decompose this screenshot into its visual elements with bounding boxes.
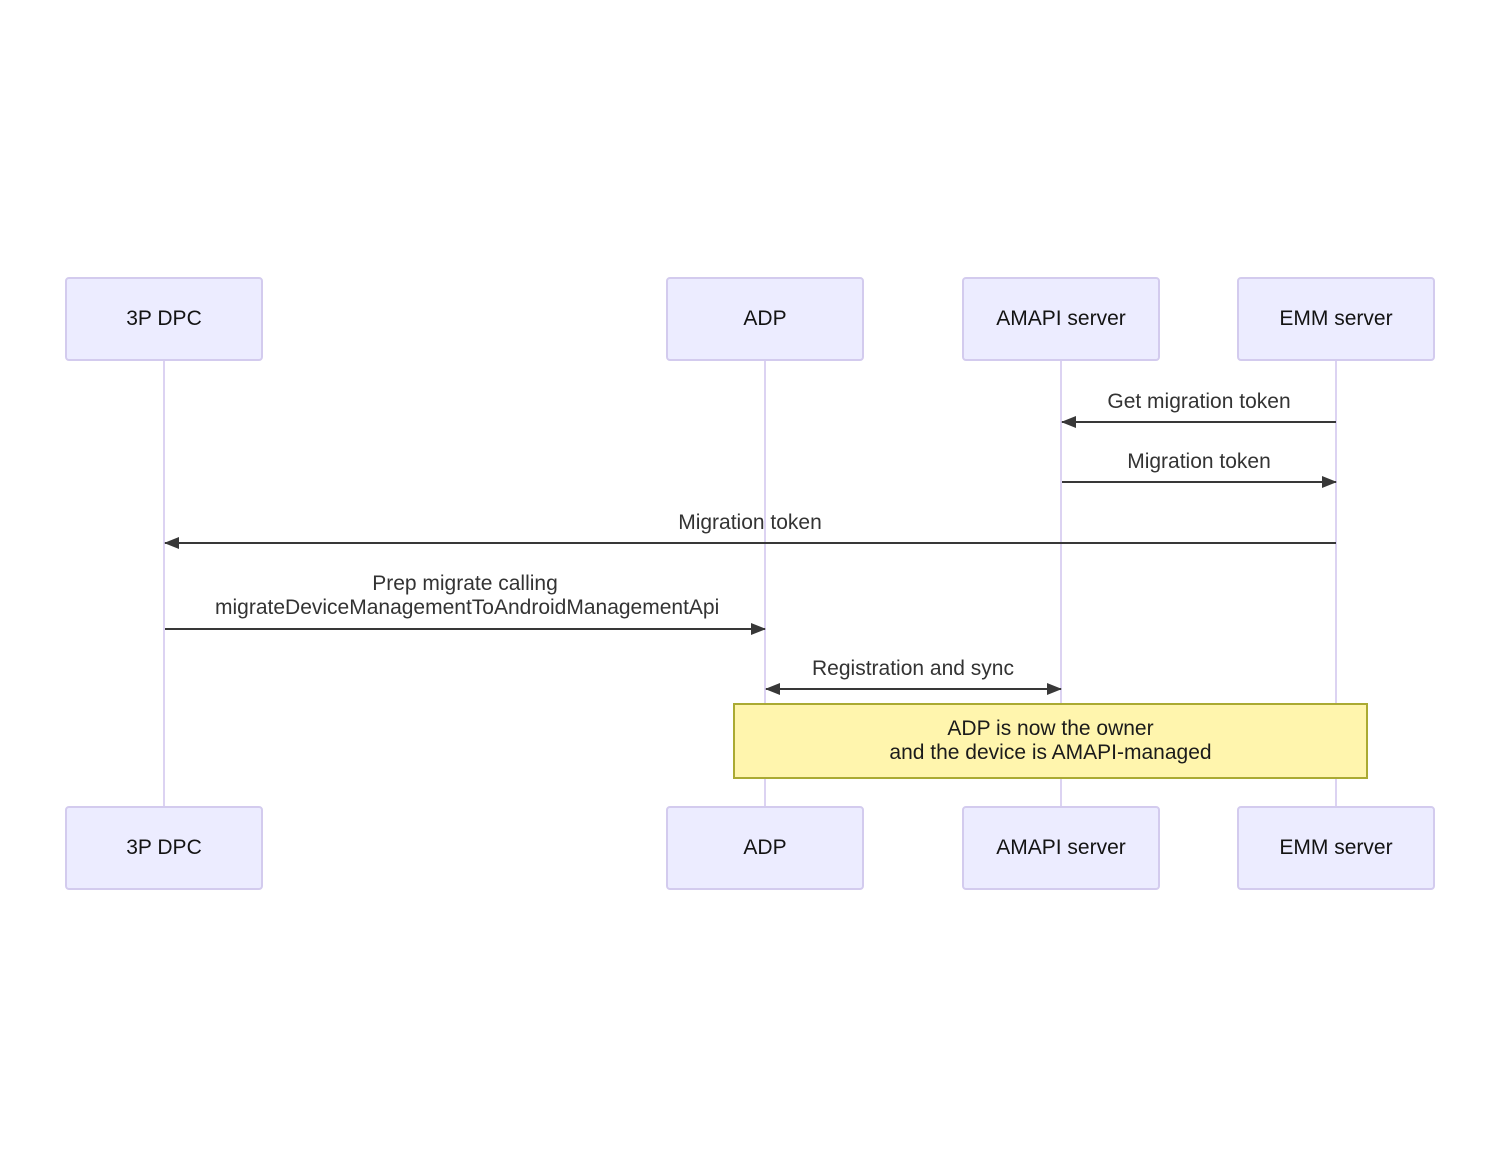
message-label-registration-and-sync: Registration and sync [812, 657, 1014, 680]
actor-amapi-server-bottom: AMAPI server [962, 806, 1160, 890]
arrowhead-right-icon [1047, 683, 1062, 695]
message-arrow-prep-migrate [165, 623, 766, 635]
note-text-line-1: ADP is now the owner [947, 717, 1154, 740]
actor-amapi-server-top: AMAPI server [962, 277, 1160, 361]
message-label-line-1: Prep migrate calling [372, 572, 558, 595]
lifeline-3p-dpc [163, 361, 165, 806]
message-label-line-2: migrateDeviceManagementToAndroidManageme… [215, 596, 720, 619]
message-label-migration-token-to-emm: Migration token [1127, 450, 1271, 473]
message-arrow-migration-token-to-dpc [164, 537, 1336, 549]
actor-adp-bottom: ADP [666, 806, 864, 890]
actor-3p-dpc-bottom: 3P DPC [65, 806, 263, 890]
arrowhead-left-icon [1061, 416, 1076, 428]
note-text-line-2: and the device is AMAPI-managed [889, 741, 1212, 764]
actor-emm-server-top: EMM server [1237, 277, 1435, 361]
message-arrow-registration-and-sync [765, 683, 1062, 695]
arrowhead-left-icon [765, 683, 780, 695]
arrowhead-right-icon [1322, 476, 1337, 488]
arrowhead-left-icon [164, 537, 179, 549]
note-box: ADP is now the owner and the device is A… [733, 703, 1368, 779]
lifeline-amapi-server [1060, 361, 1062, 806]
actor-emm-server-bottom: EMM server [1237, 806, 1435, 890]
message-label-migration-token-to-dpc: Migration token [678, 511, 822, 534]
arrowhead-right-icon [751, 623, 766, 635]
message-label-get-migration-token: Get migration token [1107, 390, 1291, 413]
message-label-prep-migrate: Prep migrate calling migrateDeviceManage… [215, 572, 720, 620]
message-arrow-get-migration-token [1061, 416, 1336, 428]
lifeline-adp [764, 361, 766, 806]
actor-3p-dpc-top: 3P DPC [65, 277, 263, 361]
lifeline-emm-server [1335, 361, 1337, 806]
actor-adp-top: ADP [666, 277, 864, 361]
message-arrow-migration-token-to-emm [1062, 476, 1337, 488]
